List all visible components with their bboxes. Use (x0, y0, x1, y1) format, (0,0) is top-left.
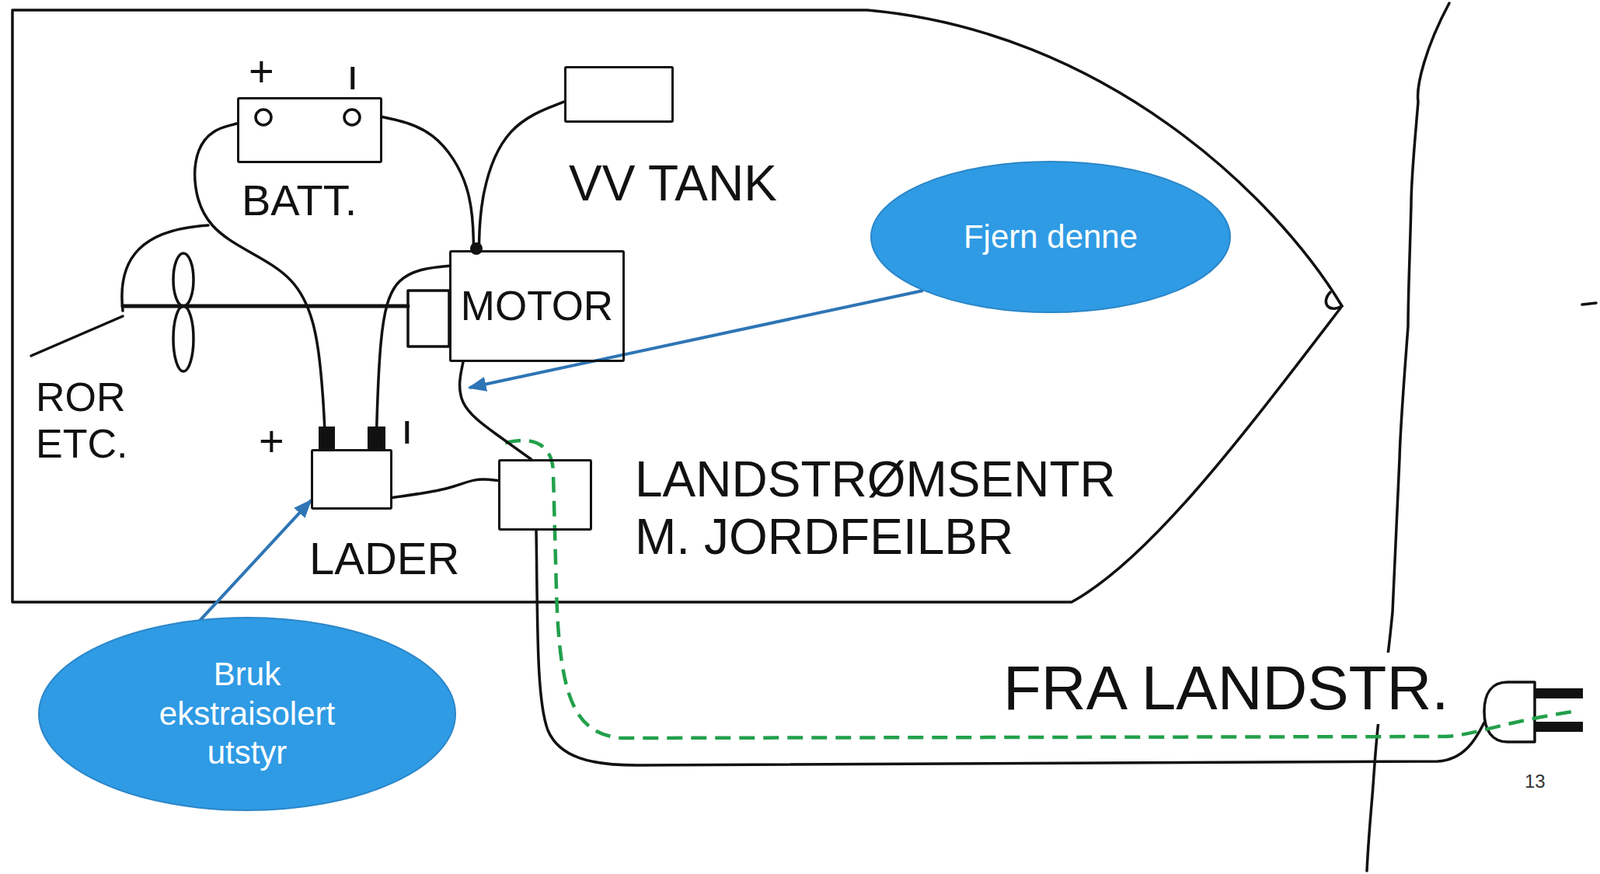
terminal-sign: ı (400, 404, 414, 454)
part-label: ROR ETC. (35, 374, 141, 468)
tank-label: VV TANK (568, 155, 778, 213)
edge-mark (1582, 303, 1597, 305)
plug-body (1484, 682, 1535, 743)
charger-box: LADER (310, 449, 393, 510)
charger-terminal (318, 426, 335, 450)
wire (392, 479, 499, 498)
shore-power-panel-box: LANDSTRØMSENTR M. JORDFEILBR (498, 459, 593, 531)
callout-arrow (200, 500, 311, 621)
rudder-wire (122, 225, 209, 311)
wire (460, 362, 532, 460)
motor-box: MOTOR (449, 250, 625, 363)
ellipse-fill (38, 617, 456, 811)
bow-mark (1325, 292, 1343, 309)
water-heater-tank-box: VV TANK (564, 66, 674, 123)
cable-label: FRA LANDSTR. (998, 652, 1454, 725)
rudder-line (31, 316, 123, 356)
propeller-blade (173, 253, 194, 307)
motor-label: MOTOR (460, 282, 614, 331)
plug-prong (1534, 688, 1583, 699)
battery-terminal (255, 109, 272, 126)
propeller-shaft (122, 304, 408, 309)
motor-coupling (407, 290, 450, 347)
terminal-sign: ı (346, 49, 360, 100)
charger-label: LADER (309, 533, 460, 586)
callout-text: Bruk ekstraisolert utstyr (149, 655, 346, 773)
terminal-sign: + (248, 46, 275, 97)
boat-hull (12, 10, 1343, 603)
battery-label: BATT. (241, 175, 357, 226)
callout-text: Fjern denne (963, 217, 1138, 257)
page-number: 13 (1524, 770, 1546, 793)
propeller-blade (173, 306, 194, 372)
wire (382, 117, 475, 251)
wire (478, 101, 565, 251)
callout-ellipse: Bruk ekstraisolert utstyr (38, 616, 457, 812)
shore-panel-label: LANDSTRØMSENTR M. JORDFEILBR (634, 451, 1143, 566)
earth-path-dashed (505, 440, 1578, 739)
terminal-sign: + (258, 416, 285, 467)
battery-box: BATT. (237, 97, 383, 164)
plug-prong (1534, 721, 1583, 733)
motor-connection-dot (470, 242, 483, 255)
ellipse-fill (871, 161, 1231, 313)
battery-terminal (344, 109, 360, 126)
wire (195, 123, 326, 450)
shore-line (1366, 3, 1450, 872)
shore-power-cable (536, 530, 1485, 766)
callout-ellipse: Fjern denne (870, 160, 1231, 314)
